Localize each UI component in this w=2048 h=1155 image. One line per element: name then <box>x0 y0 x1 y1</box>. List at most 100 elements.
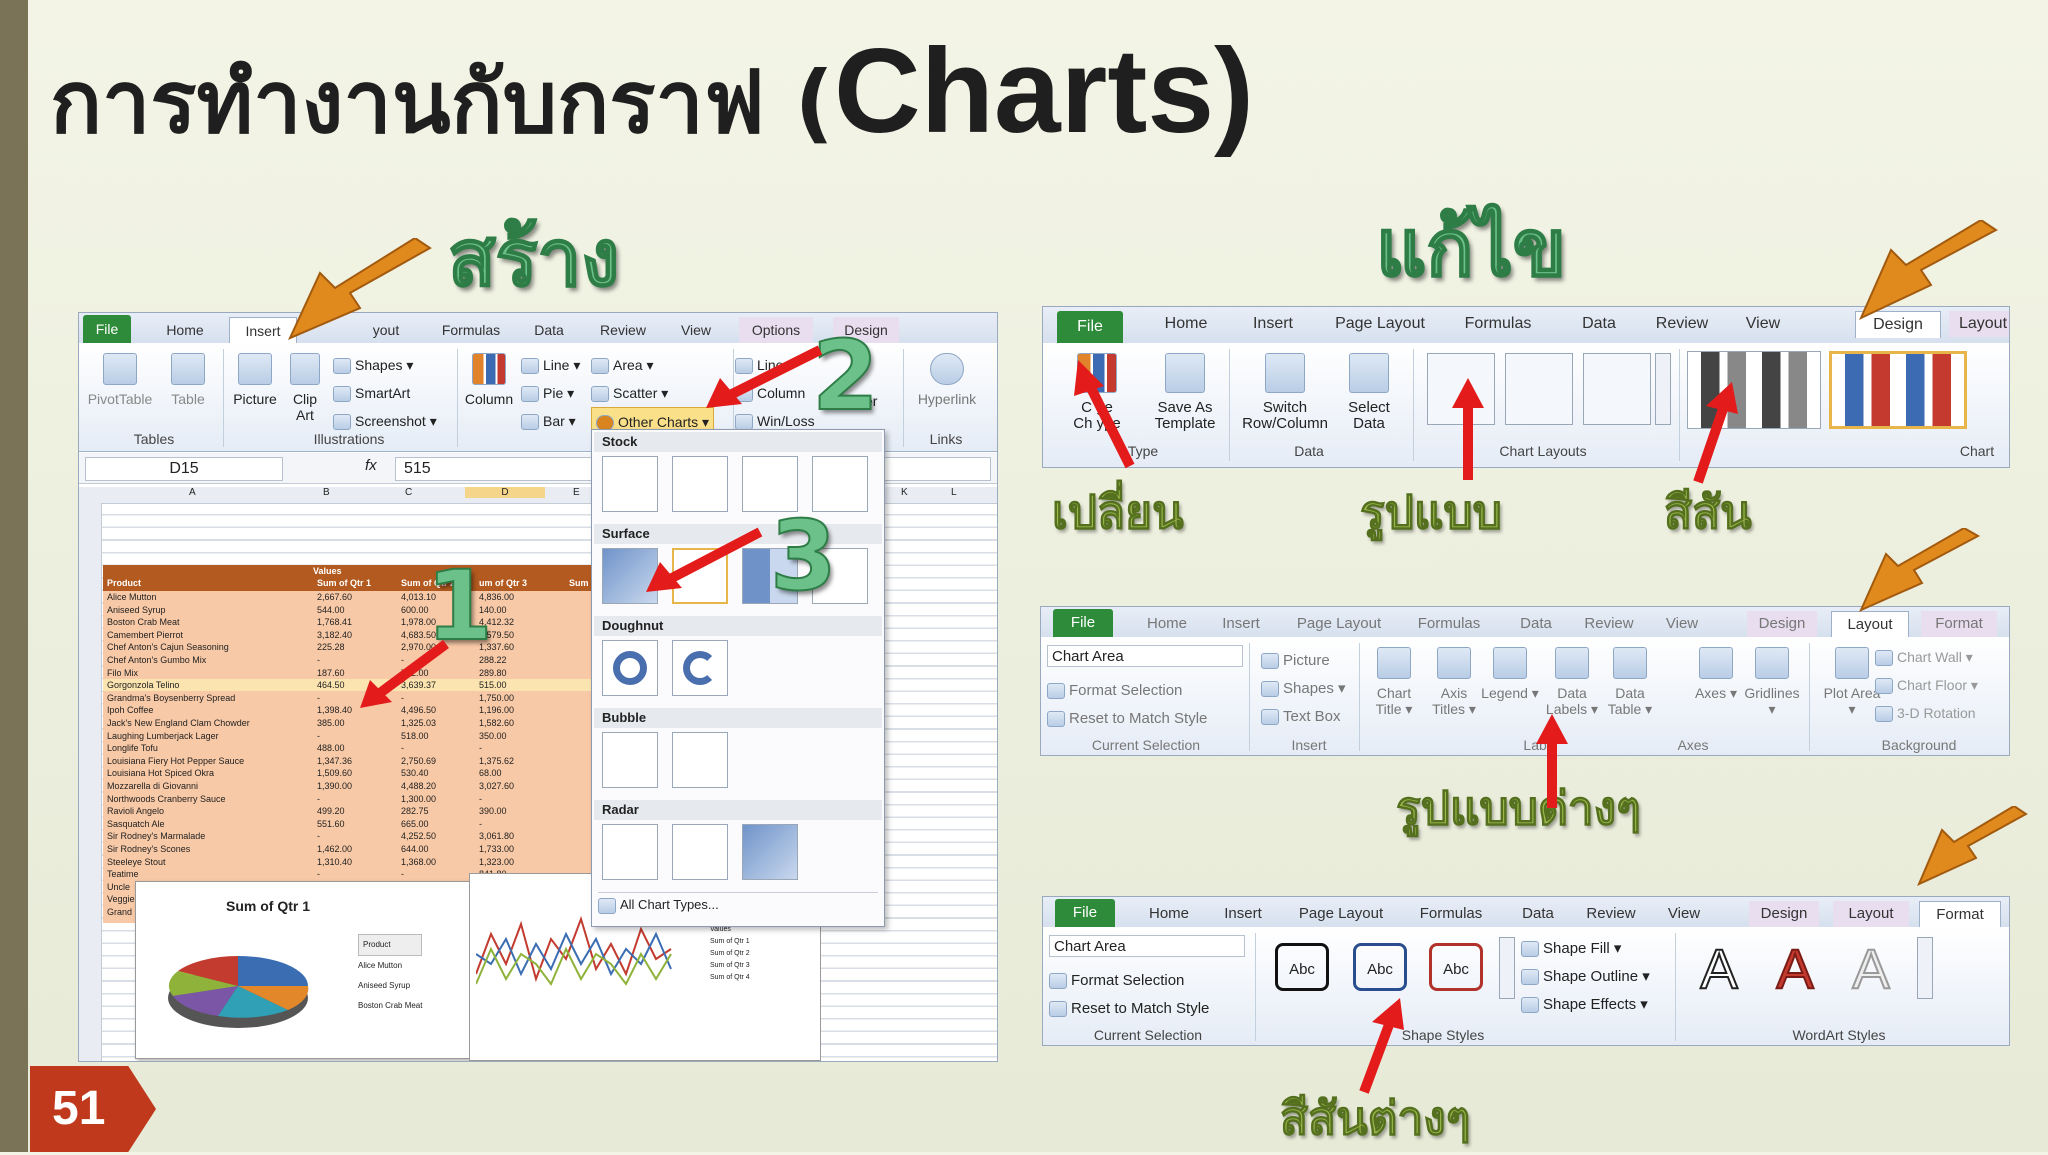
value-cell[interactable]: 518.00 <box>401 730 429 741</box>
tab-data[interactable]: Data <box>1522 905 1554 922</box>
value-cell[interactable]: 515.00 <box>479 680 507 691</box>
col-d[interactable]: D <box>465 487 545 498</box>
tab-review[interactable]: Review <box>600 322 646 338</box>
value-cell[interactable]: 1,310.40 <box>317 856 353 867</box>
tab-layout[interactable]: Layout <box>1831 611 1909 638</box>
tab-page-layout[interactable]: Page Layout <box>1298 905 1384 922</box>
tab-file[interactable]: File <box>1055 899 1115 927</box>
product-name-cell[interactable]: Longlife Tofu <box>107 743 158 754</box>
format-selection-button[interactable]: Format Selection <box>1049 967 1209 995</box>
tab-formulas[interactable]: Formulas <box>441 322 501 338</box>
value-cell[interactable]: 390.00 <box>479 806 507 817</box>
product-name-cell[interactable]: Sir Rodney's Marmalade <box>107 831 206 842</box>
product-name-cell[interactable]: Boston Crab Meat <box>107 617 180 628</box>
tab-insert[interactable]: Insert <box>1224 905 1262 922</box>
value-cell[interactable]: 1,323.00 <box>479 856 515 867</box>
value-cell[interactable]: 544.00 <box>317 604 345 615</box>
tab-view[interactable]: View <box>1667 905 1701 922</box>
value-cell[interactable]: 225.28 <box>317 642 345 653</box>
value-cell[interactable]: 600.00 <box>401 604 429 615</box>
product-name-cell[interactable]: Grandma's Boysenberry Spread <box>107 692 236 703</box>
pie-chart-overlay[interactable]: Sum of Qtr 1 Product Alice Mutton Anisee… <box>135 881 471 1059</box>
value-cell[interactable]: - <box>401 655 404 665</box>
product-name-cell[interactable]: Ipoh Coffee <box>107 705 154 716</box>
product-name-cell[interactable]: Ravioli Angelo <box>107 806 165 817</box>
scatter-chart-button[interactable]: Scatter ▾ <box>591 379 714 407</box>
value-cell[interactable]: - <box>317 869 320 880</box>
product-name-cell[interactable]: Steeleye Stout <box>107 856 166 867</box>
value-cell[interactable]: 68.00 <box>479 768 502 779</box>
value-cell[interactable]: 464.50 <box>317 680 345 691</box>
tab-file[interactable]: File <box>83 315 131 343</box>
table-button[interactable]: Table <box>163 353 213 407</box>
value-cell[interactable]: 1,398.40 <box>317 705 353 716</box>
value-cell[interactable]: 2,667.60 <box>317 592 353 602</box>
format-selection-button[interactable]: Format Selection <box>1047 677 1207 705</box>
shape-effects-button[interactable]: Shape Effects ▾ <box>1521 991 1650 1019</box>
shapes-button[interactable]: Shapes ▾ <box>333 351 437 379</box>
table-row[interactable]: Chef Anton's Gumbo Mix--288.22 <box>103 654 669 666</box>
tab-data[interactable]: Data <box>1520 615 1552 632</box>
screenshot-button[interactable]: Screenshot ▾ <box>333 407 437 435</box>
value-cell[interactable]: - <box>317 831 320 842</box>
product-name-cell[interactable]: Teatime <box>107 869 139 880</box>
value-cell[interactable]: 350.00 <box>479 730 507 741</box>
product-name-cell[interactable]: Jack's New England Clam Chowder <box>107 718 250 728</box>
product-name-cell[interactable]: Louisiana Fiery Hot Pepper Sauce <box>107 755 245 766</box>
legend-product[interactable]: Product <box>358 934 423 956</box>
value-cell[interactable]: 4,412.32 <box>479 617 515 628</box>
value-cell[interactable]: 499.20 <box>317 806 345 817</box>
value-cell[interactable]: 4,013.10 <box>401 592 437 602</box>
value-cell[interactable]: 3,027.60 <box>479 781 515 791</box>
value-cell[interactable]: 2,750.69 <box>401 755 437 766</box>
value-cell[interactable]: 3,182.40 <box>317 629 353 640</box>
chart-layout-option[interactable] <box>1505 353 1573 425</box>
area-chart-button[interactable]: Area ▾ <box>591 351 714 379</box>
textbox-button[interactable]: Text Box <box>1261 703 1346 731</box>
value-cell[interactable]: 4,496.50 <box>401 705 437 716</box>
table-row[interactable]: Grandma's Boysenberry Spread--1,750.00 <box>103 692 669 704</box>
pie-chart-button[interactable]: Pie ▾ <box>521 379 580 407</box>
value-cell[interactable]: - <box>479 818 482 829</box>
product-name-cell[interactable]: Northwoods Cranberry Sauce <box>107 793 226 804</box>
product-name-cell[interactable]: Laughing Lumberjack Lager <box>107 730 219 741</box>
value-cell[interactable]: - <box>317 655 320 665</box>
value-cell[interactable]: 1,368.00 <box>401 856 437 867</box>
value-cell[interactable]: 665.00 <box>401 818 429 829</box>
layout-gallery-scroll[interactable] <box>1655 353 1671 425</box>
layout-option-button[interactable]: Plot Area ▾ <box>1823 647 1881 717</box>
product-name-cell[interactable]: Camembert Pierrot <box>107 629 184 640</box>
value-cell[interactable]: 1,462.00 <box>317 844 353 854</box>
value-cell[interactable]: - <box>479 793 482 804</box>
tab-format[interactable]: Format <box>1921 611 1997 637</box>
value-cell[interactable]: 1,325.03 <box>401 718 437 728</box>
product-name-cell[interactable]: Aniseed Syrup <box>107 604 166 615</box>
shape-style-option[interactable]: Abc <box>1275 943 1329 991</box>
tab-view[interactable]: View <box>680 322 712 338</box>
layout-option-button[interactable]: Axes ▾ <box>1687 647 1745 701</box>
layout-option-button[interactable]: Axis Titles ▾ <box>1425 647 1483 717</box>
value-cell[interactable]: - <box>479 743 482 754</box>
value-cell[interactable]: - <box>401 869 404 880</box>
table-row[interactable]: Steeleye Stout 1,310.40 1,368.00 1,323.00 <box>103 856 669 868</box>
surface-chart-option[interactable] <box>742 548 798 604</box>
value-cell[interactable]: 644.00 <box>401 844 429 854</box>
tab-view[interactable]: View <box>1745 315 1781 332</box>
tab-home[interactable]: Home <box>1164 315 1208 332</box>
tab-formulas[interactable]: Formulas <box>1417 615 1481 632</box>
value-cell[interactable]: 488.00 <box>317 743 345 754</box>
value-cell[interactable]: 1,768.41 <box>317 617 353 628</box>
tab-design[interactable]: Design <box>1749 901 1819 927</box>
tab-page-layout[interactable]: Page Layout <box>1335 315 1425 332</box>
chart-layout-option[interactable] <box>1427 353 1495 425</box>
stock-chart-option[interactable] <box>742 456 798 512</box>
